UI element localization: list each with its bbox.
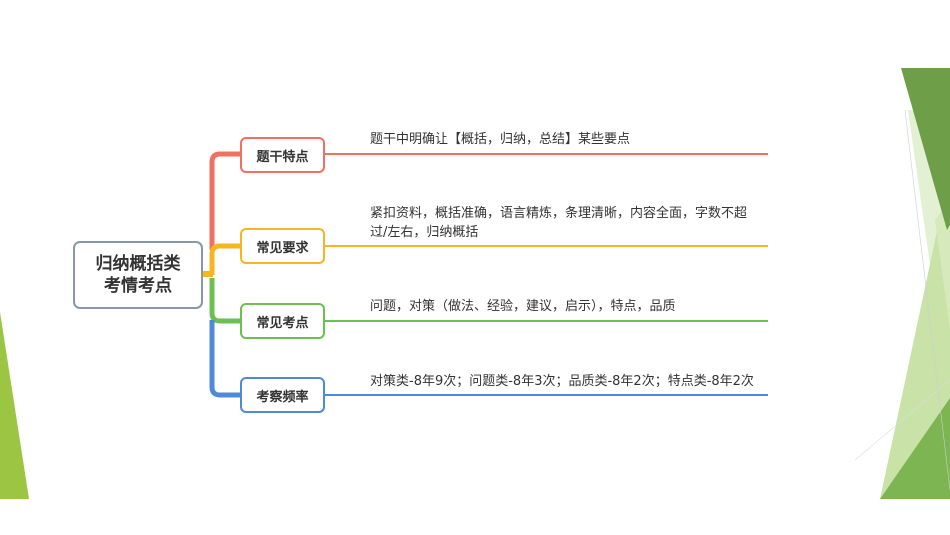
leaf-text-line1: 紧扣资料，概括准确，语言精炼，条理清晰，内容全面，字数不超 <box>370 206 748 221</box>
leaf-text: 对策类-8年9次；问题类-8年3次；品质类-8年2次；特点类-8年2次 <box>370 374 754 389</box>
root-node[interactable]: 归纳概括类 考情考点 <box>73 241 203 309</box>
leaf-common-topics[interactable]: 问题，对策（做法、经验，建议，启示），特点，品质 <box>370 297 770 316</box>
left-triangle-decoration <box>0 312 29 499</box>
branch-label: 考察频率 <box>256 389 309 405</box>
leaf-common-requirements[interactable]: 紧扣资料，概括准确，语言精炼，条理清晰，内容全面，字数不超 过/左右，归纳概括 <box>370 204 770 242</box>
branch-label: 常见要求 <box>256 240 309 256</box>
light-triangle-decoration <box>880 170 950 499</box>
branch-node-common-topics[interactable]: 常见考点 <box>240 303 325 339</box>
leaf-exam-frequency[interactable]: 对策类-8年9次；问题类-8年3次；品质类-8年2次；特点类-8年2次 <box>370 372 770 391</box>
branch-label: 题干特点 <box>256 149 309 165</box>
branch-node-exam-frequency[interactable]: 考察频率 <box>240 377 325 413</box>
leaf-text-line2: 过/左右，归纳概括 <box>370 225 479 240</box>
root-title-line1: 归纳概括类 <box>95 254 181 274</box>
leaf-text: 问题，对策（做法、经验，建议，启示），特点，品质 <box>370 299 676 314</box>
dark-triangle-decoration <box>901 68 950 230</box>
thin-line-decoration <box>854 379 950 461</box>
leaf-question-features[interactable]: 题干中明确让【概括，归纳，总结】某些要点 <box>370 130 770 149</box>
branch-node-question-features[interactable]: 题干特点 <box>240 137 325 173</box>
leaf-text: 题干中明确让【概括，归纳，总结】某些要点 <box>370 132 631 147</box>
root-title-line2: 考情考点 <box>104 276 172 296</box>
branch-node-common-requirements[interactable]: 常见要求 <box>240 228 325 264</box>
light-strip-decoration <box>935 200 950 330</box>
mid-triangle-decoration <box>880 398 950 499</box>
branch-label: 常见考点 <box>256 315 309 331</box>
thin-line-decoration <box>904 109 950 491</box>
